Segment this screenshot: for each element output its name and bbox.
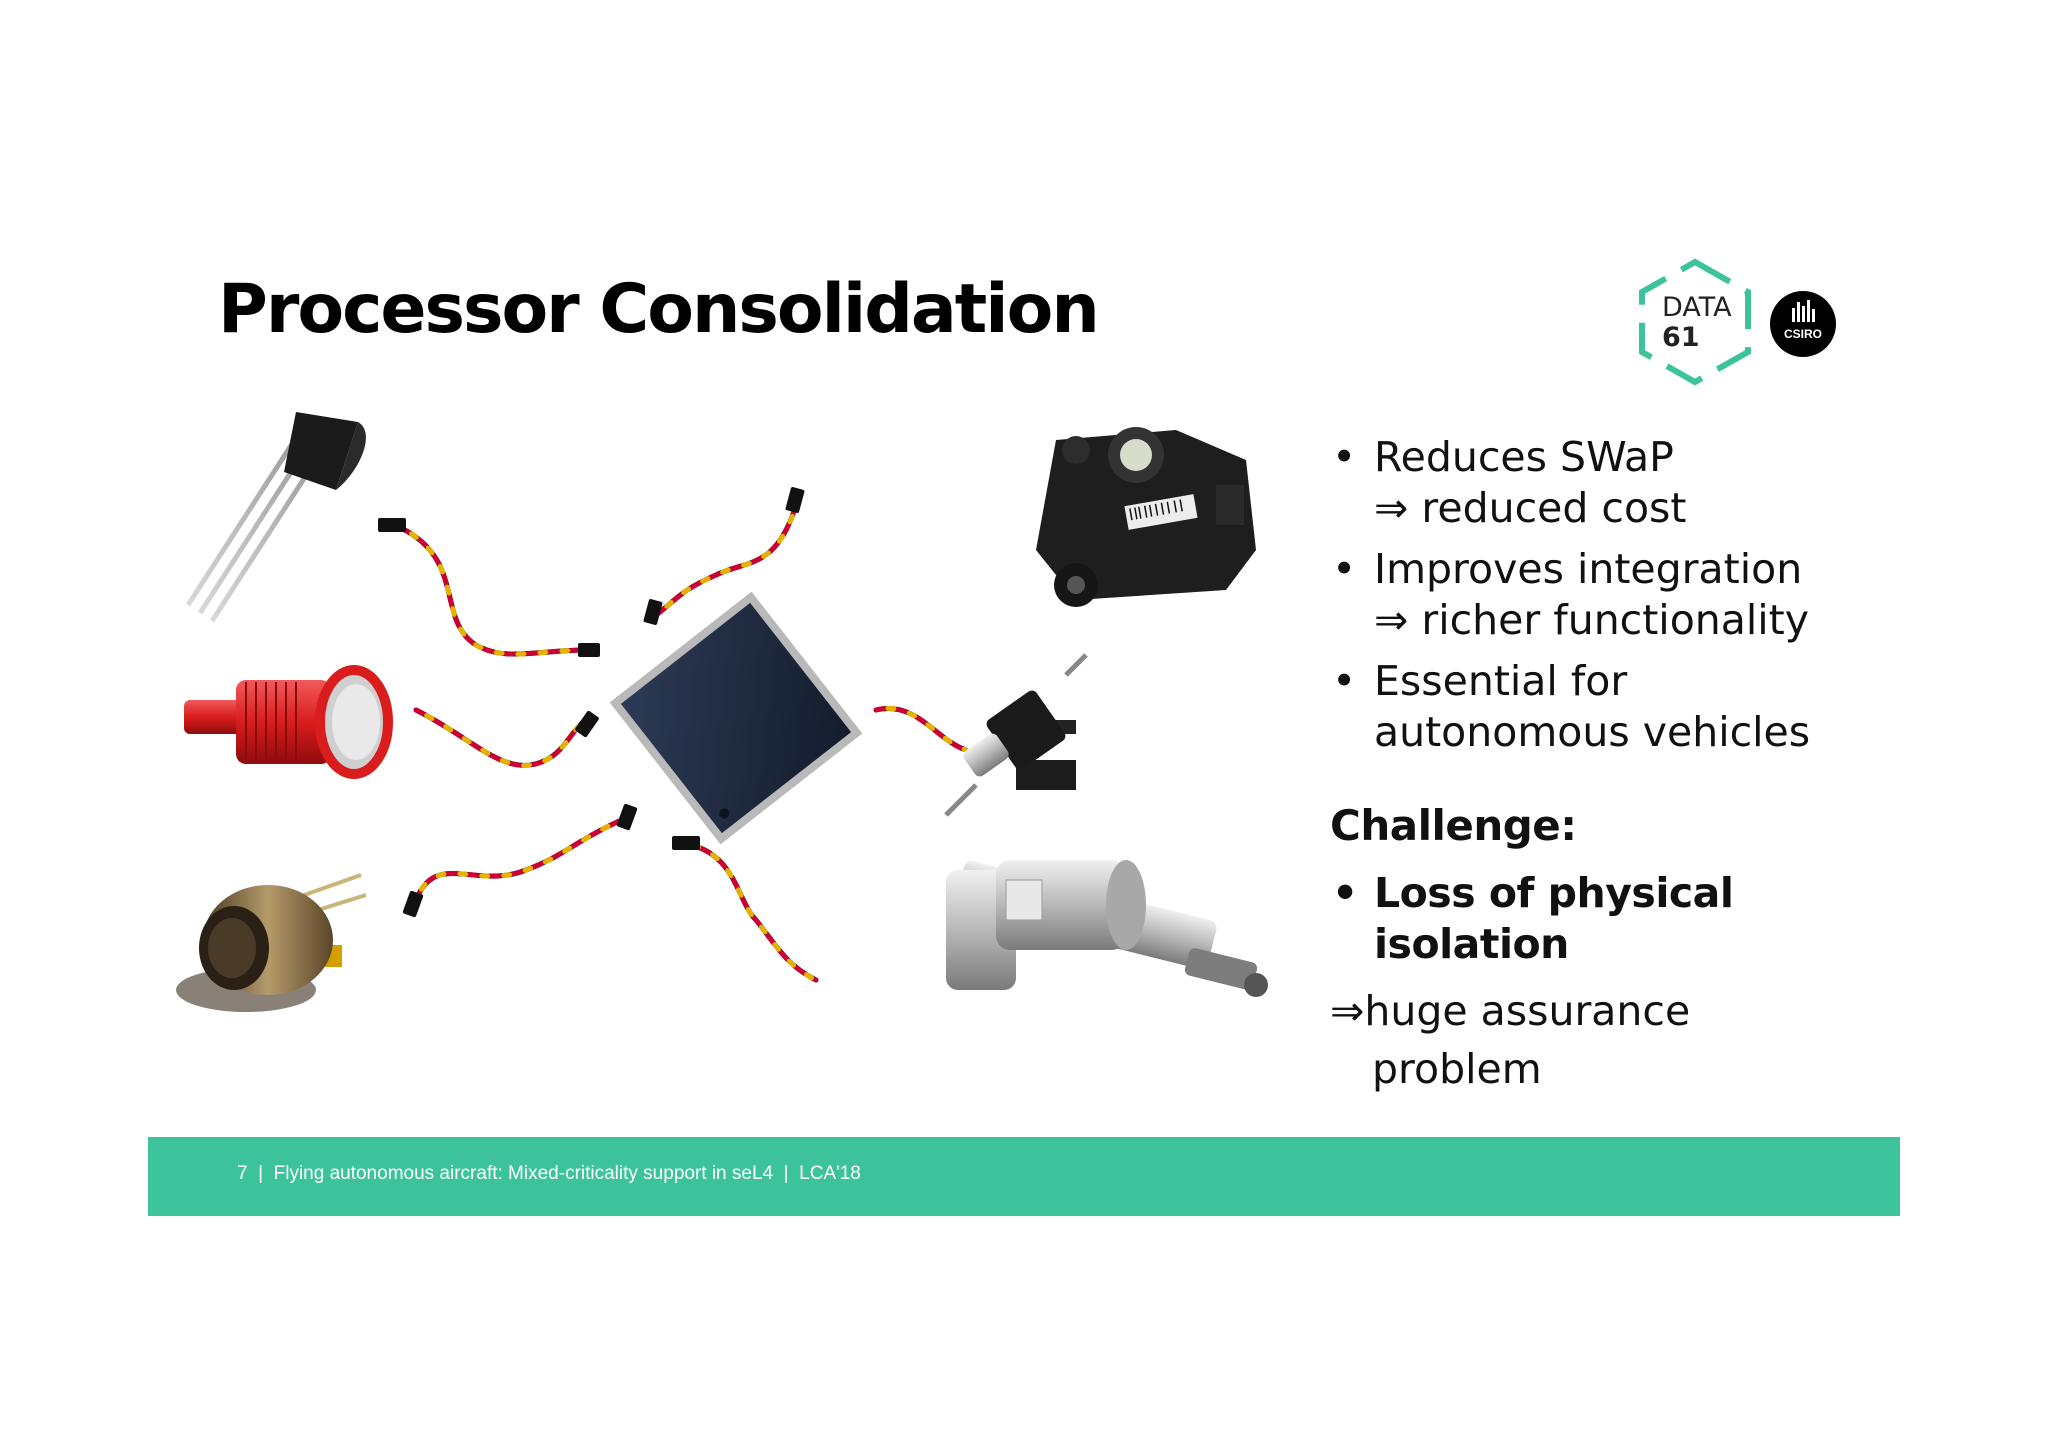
actuator-module-image (1036, 427, 1256, 607)
bullet-item: • Essential for autonomous vehicles (1330, 656, 1890, 758)
bullet-subtext: autonomous vehicles (1374, 708, 1811, 756)
processor-chip-image (609, 591, 863, 845)
data61-logo-text-1: DATA (1662, 292, 1732, 323)
bullet-dot: • (1332, 545, 1357, 593)
bullet-dot: • (1332, 869, 1358, 917)
data61-hexagon (1639, 258, 1751, 386)
photodiode-image (176, 873, 367, 1012)
cable-mid-left (413, 707, 591, 768)
csiro-logo-text: CSIRO (1784, 327, 1822, 341)
bullet-item: • Improves integration ⇒ richer function… (1330, 544, 1890, 646)
implication-line-1: ⇒huge assurance (1330, 987, 1691, 1035)
bullet-subtext: ⇒ reduced cost (1374, 484, 1687, 532)
bullet-text: Essential for (1374, 657, 1628, 705)
bullet-subtext: ⇒ richer functionality (1374, 596, 1810, 644)
challenge-bullet: • Loss of physical isolation (1330, 868, 1890, 970)
footer-bar: 7 | Flying autonomous aircraft: Mixed-cr… (148, 1137, 1900, 1216)
cable-bottom-left (413, 815, 629, 903)
bullet-dot: • (1332, 657, 1357, 705)
bullet-text: Reduces SWaP (1374, 433, 1674, 481)
hall-sensor-image (185, 412, 366, 623)
data61-logo-text-2: 61 (1662, 322, 1700, 353)
csiro-logo: CSIRO (1770, 291, 1836, 357)
implication-line-2: problem (1372, 1045, 1542, 1093)
challenge-bullet-text: Loss of physical isolation (1374, 869, 1734, 968)
bullet-dot: • (1332, 433, 1357, 481)
cable-wires (398, 502, 969, 983)
bullet-text: Improves integration (1374, 545, 1803, 593)
cable-connectors (378, 487, 805, 918)
bullet-item: • Reduces SWaP ⇒ reduced cost (1330, 432, 1890, 534)
solenoid-image (944, 653, 1088, 817)
data61-logo: DATA 61 (1639, 258, 1751, 386)
cable-bottom-right (678, 840, 819, 983)
components-illustration (176, 412, 1268, 1012)
bullet-list: • Reduces SWaP ⇒ reduced cost • Improves… (1330, 432, 1890, 1098)
implication-text: ⇒huge assurance problem (1330, 982, 1890, 1098)
cable-top-right (653, 502, 799, 618)
linear-actuator-image (946, 860, 1268, 997)
cable-top-left (398, 525, 591, 657)
red-cylinder-sensor-image (184, 665, 393, 779)
cable-mid-right (873, 705, 969, 753)
footer-text: 7 | Flying autonomous aircraft: Mixed-cr… (237, 1163, 861, 1184)
challenge-heading: Challenge: (1330, 801, 1577, 850)
slide-title: Processor Consolidation (218, 270, 1100, 349)
